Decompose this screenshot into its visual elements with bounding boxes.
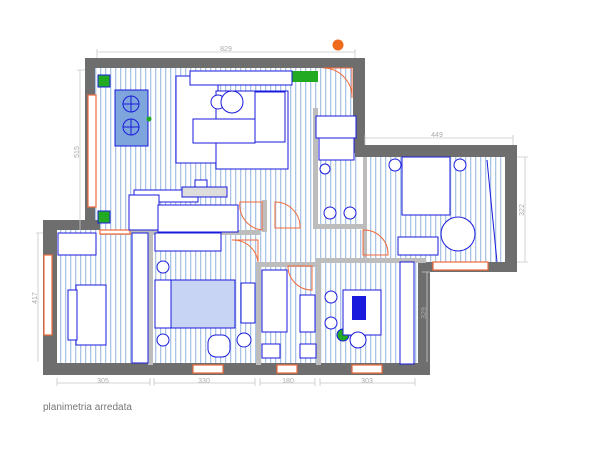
dimension-lines xyxy=(36,49,528,386)
lower-rooms-furniture xyxy=(57,232,415,365)
dim-top-width: 829 xyxy=(220,46,232,53)
dim-lower-left-height: 417 xyxy=(32,292,39,304)
plan-caption: planimetria arredata xyxy=(43,402,132,413)
windows xyxy=(43,94,489,374)
dining-table xyxy=(114,89,152,147)
entrance-marker xyxy=(332,39,344,51)
dim-bottom-2: 330 xyxy=(198,378,210,385)
dim-bottom-1: 305 xyxy=(97,378,109,385)
dim-study-height: 329 xyxy=(421,307,428,319)
bedroom-furniture xyxy=(388,156,498,263)
dim-bedroom-height: 322 xyxy=(519,204,526,216)
dim-bottom-4: 303 xyxy=(361,378,373,385)
dim-left-height: 515 xyxy=(74,146,81,158)
dim-bedroom-width: 449 xyxy=(431,132,443,139)
living-furniture xyxy=(128,70,357,233)
dim-bottom-3: 180 xyxy=(282,378,294,385)
doors xyxy=(231,67,389,291)
